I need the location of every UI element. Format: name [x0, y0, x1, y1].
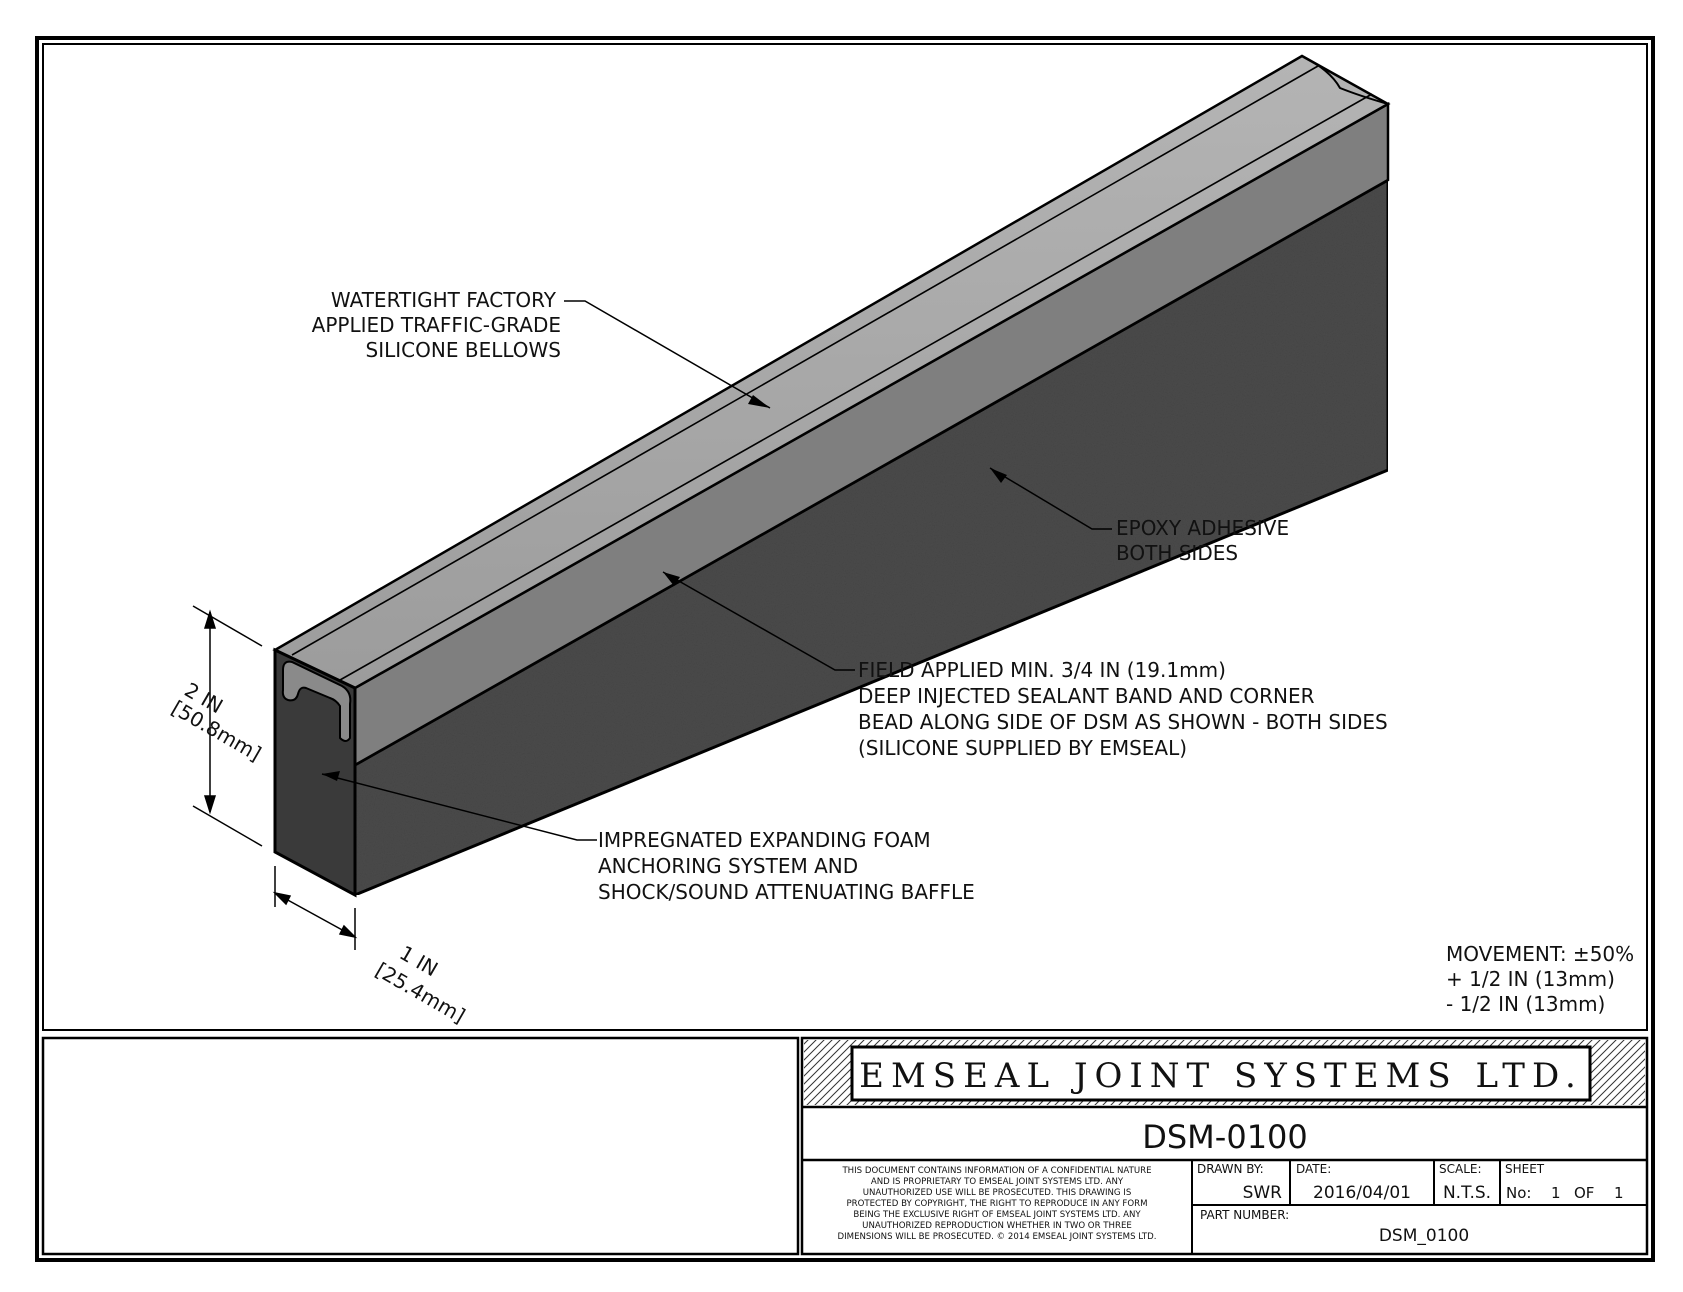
legal-notice-line-2: AND IS PROPRIETARY TO EMSEAL JOINT SYSTE…: [871, 1177, 1124, 1187]
part-number-label: PART NUMBER:: [1200, 1208, 1289, 1222]
foam-callout-line-1: IMPREGNATED EXPANDING FOAM: [598, 828, 931, 852]
width-dimension: [272, 866, 358, 950]
drawing-number: DSM-0100: [1142, 1118, 1308, 1156]
date-value: 2016/04/01: [1313, 1183, 1411, 1203]
foam-arrowhead: [322, 771, 340, 781]
leader-arrowheads: [322, 395, 1007, 781]
legal-notice-line-3: UNAUTHORIZED USE WILL BE PROSECUTED. THI…: [863, 1188, 1132, 1198]
scale-label: SCALE:: [1439, 1162, 1482, 1176]
drawn-by-value: SWR: [1243, 1183, 1283, 1203]
sheet-label: SHEET: [1505, 1162, 1545, 1176]
movement-line-3: - 1/2 IN (13mm): [1446, 992, 1605, 1016]
sealant-callout-line-3: BEAD ALONG SIDE OF DSM AS SHOWN - BOTH S…: [858, 710, 1388, 734]
bellows-ridge-line: [291, 65, 1319, 656]
sheet-border-inner: [42, 43, 1648, 1031]
legal-notice-line-5: BEING THE EXCLUSIVE RIGHT OF EMSEAL JOIN…: [853, 1210, 1141, 1220]
sealant-arrowhead: [663, 572, 680, 586]
epoxy-callout-line-2: BOTH SIDES: [1116, 541, 1238, 565]
foam-callout-line-3: SHOCK/SOUND ATTENUATING BAFFLE: [598, 880, 975, 904]
movement-line-2: + 1/2 IN (13mm): [1446, 967, 1615, 991]
sheet-of-label: OF: [1574, 1184, 1594, 1202]
bellows-ridge-curve: [1301, 55, 1389, 105]
sealant-callout-line-1: FIELD APPLIED MIN. 3/4 IN (19.1mm): [858, 658, 1226, 682]
movement-line-1: MOVEMENT: ±50%: [1446, 942, 1634, 966]
title-block-frame: [800, 1036, 1649, 1256]
date-label: DATE:: [1296, 1162, 1331, 1176]
company-banner: [850, 1045, 1592, 1102]
sheet-no-value: 1: [1551, 1184, 1561, 1202]
bellows-arrowhead: [748, 395, 770, 408]
epoxy-callout-line-1: EPOXY ADHESIVE: [1116, 516, 1289, 540]
leader-lines: [321, 300, 1112, 841]
legal-notice-line-6: UNAUTHORIZED REPRODUCTION WHETHER IN TWO…: [862, 1221, 1132, 1231]
notes-box: [41, 1036, 800, 1256]
height-dimension: [192, 605, 263, 847]
legal-notice-line-1: THIS DOCUMENT CONTAINS INFORMATION OF A …: [841, 1166, 1151, 1176]
bellows-ridge-line: [339, 93, 1373, 681]
sealant-callout-line-4: (SILICONE SUPPLIED BY EMSEAL): [858, 736, 1187, 760]
sealant-callout-line-2: DEEP INJECTED SEALANT BAND AND CORNER: [858, 684, 1315, 708]
drawn-by-label: DRAWN BY:: [1197, 1162, 1264, 1176]
legal-notice-line-4: PROTECTED BY COPYRIGHT, THE RIGHT TO REP…: [846, 1199, 1147, 1209]
legal-notice-line-7: DIMENSIONS WILL BE PROSECUTED. © 2014 EM…: [838, 1232, 1157, 1242]
bellows-callout-line-2: APPLIED TRAFFIC-GRADE: [312, 313, 561, 337]
part-number-value: DSM_0100: [1379, 1226, 1469, 1246]
company-name: EMSEAL JOINT SYSTEMS LTD.: [859, 1056, 1583, 1096]
epoxy-arrowhead: [990, 468, 1007, 483]
foam-callout-line-2: ANCHORING SYSTEM AND: [598, 854, 858, 878]
end-face-profile: [281, 660, 352, 742]
bellows-callout-line-3: SILICONE BELLOWS: [366, 338, 561, 362]
dsm-product-isometric: [272, 54, 1391, 898]
sheet-total-value: 1: [1614, 1184, 1624, 1202]
bellows-callout-line-1: WATERTIGHT FACTORY: [331, 288, 557, 312]
scale-value: N.T.S.: [1443, 1183, 1491, 1203]
title-block: EMSEAL JOINT SYSTEMS LTD. DSM-0100 THIS …: [41, 1036, 1649, 1256]
sheet-border-outer: [35, 36, 1655, 1262]
sheet-no-label: No:: [1506, 1184, 1531, 1202]
